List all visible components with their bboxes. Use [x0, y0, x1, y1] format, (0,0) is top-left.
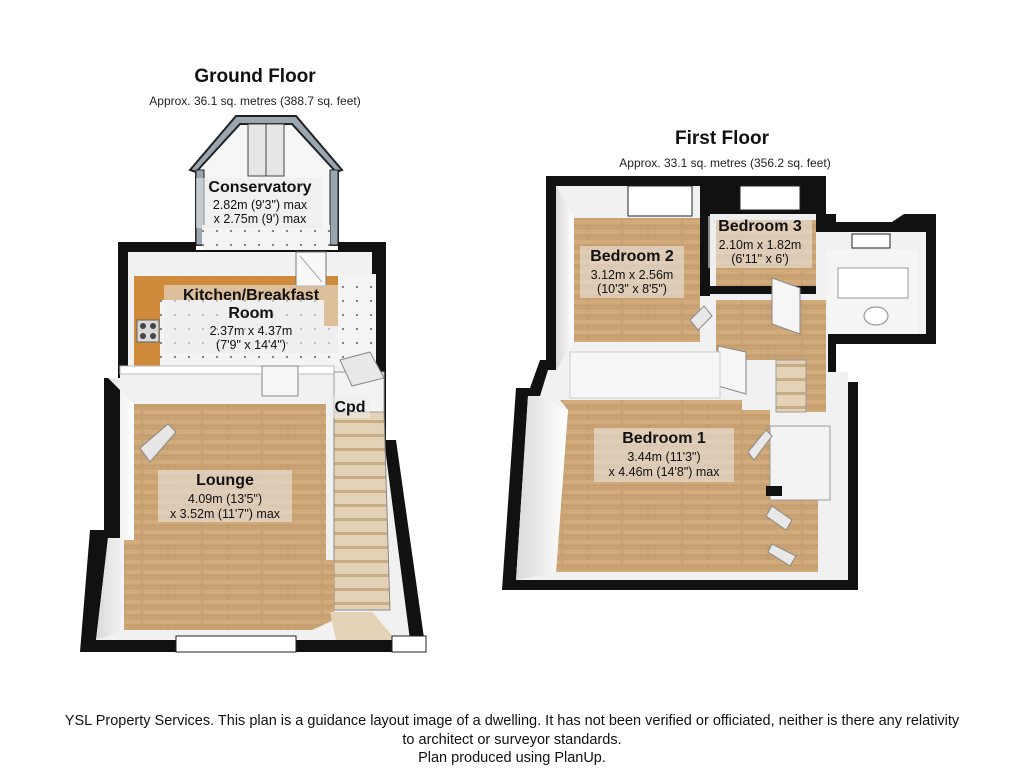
- ground-floor-title: Ground Floor: [194, 66, 316, 87]
- conservatory-dim-1: 2.82m (9'3") max: [212, 198, 308, 212]
- bedroom3-dim-2: (6'11" x 6'): [731, 252, 789, 266]
- bedroom1-label: Bedroom 1: [622, 430, 706, 447]
- disclaimer-line-1: YSL Property Services. This plan is a gu…: [64, 713, 960, 729]
- lounge-label: Lounge: [196, 472, 254, 489]
- lounge-dim-2: x 3.52m (11'7") max: [169, 507, 281, 521]
- kitchen-label-1: Kitchen/Breakfast: [182, 287, 320, 304]
- first-floor-area: Approx. 33.1 sq. metres (356.2 sq. feet): [619, 156, 831, 170]
- ground-floor-area: Approx. 36.1 sq. metres (388.7 sq. feet): [149, 94, 361, 108]
- first-floor-title: First Floor: [675, 128, 769, 149]
- bedroom3-label: Bedroom 3: [718, 218, 802, 235]
- kitchen-dim-1: 2.37m x 4.37m: [209, 324, 293, 338]
- bedroom1-dim-1: 3.44m (11'3"): [627, 450, 701, 464]
- cpd-label: Cpd: [334, 399, 366, 416]
- bedroom1-dim-2: x 4.46m (14'8") max: [608, 465, 720, 479]
- bedroom2-label: Bedroom 2: [590, 248, 674, 265]
- kitchen-dim-2: (7'9" x 14'4"): [216, 338, 286, 352]
- conservatory-dim-2: x 2.75m (9') max: [213, 212, 307, 226]
- disclaimer-line-2: to architect or surveyor standards.: [402, 732, 622, 748]
- bedroom2-dim-1: 3.12m x 2.56m: [590, 268, 674, 282]
- disclaimer-line-3: Plan produced using PlanUp.: [418, 750, 606, 766]
- kitchen-label-2: Room: [228, 305, 274, 322]
- bedroom3-dim-1: 2.10m x 1.82m: [718, 238, 802, 252]
- lounge-dim-1: 4.09m (13'5"): [187, 492, 263, 506]
- bedroom2-dim-2: (10'3" x 8'5"): [597, 282, 667, 296]
- staircase: [333, 411, 391, 611]
- conservatory-label: Conservatory: [208, 179, 312, 196]
- hob: [136, 319, 160, 343]
